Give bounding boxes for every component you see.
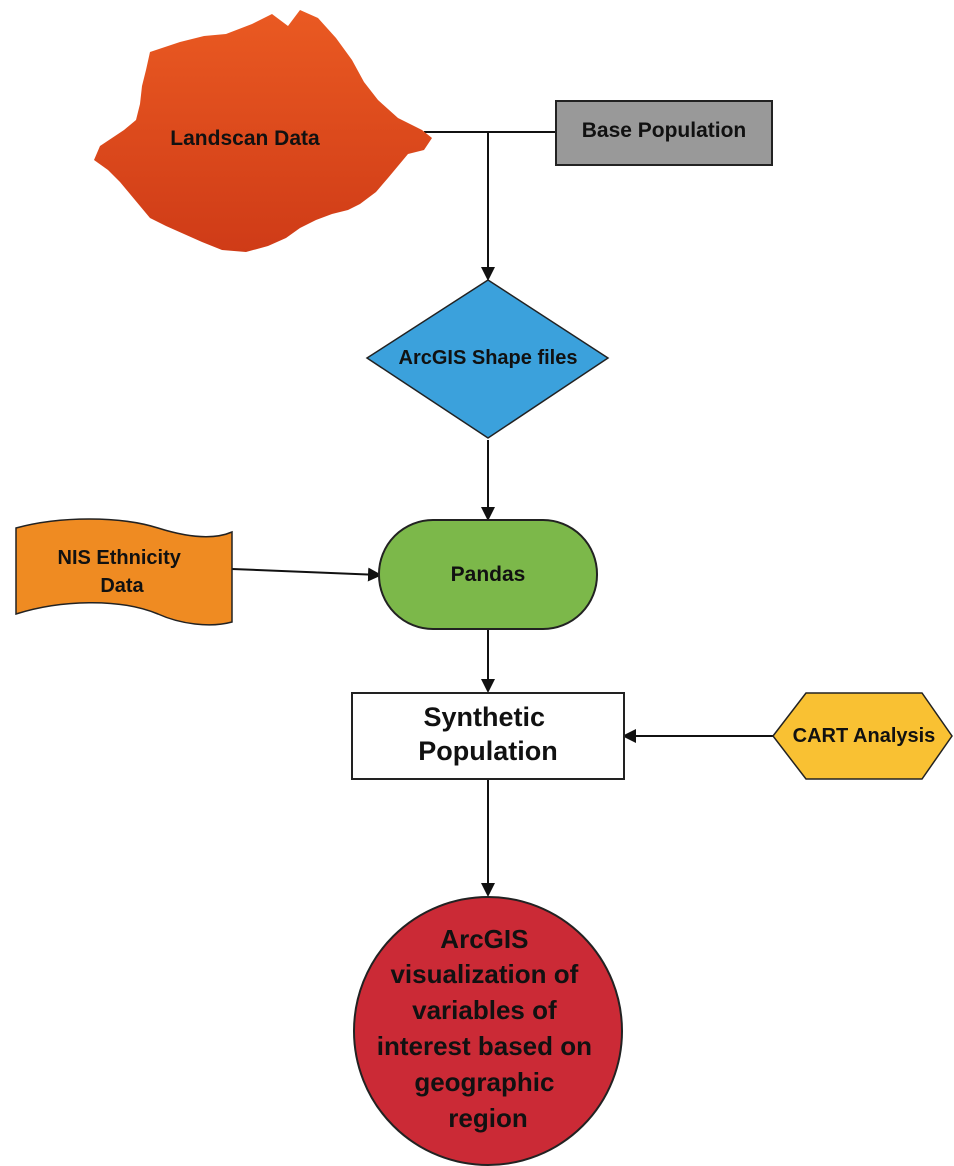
nis-ethnicity-data-node: NIS Ethnicity Data bbox=[15, 518, 233, 626]
base-population-label: Base Population bbox=[582, 119, 747, 142]
synthetic-population-label-line-1: Synthetic bbox=[423, 702, 545, 732]
base-population-node: Base Population bbox=[555, 100, 773, 166]
synthetic-population-box bbox=[351, 692, 625, 780]
connectors bbox=[231, 131, 773, 897]
cart-analysis-label: CART Analysis bbox=[793, 725, 936, 747]
nis-ethnicity-label-line-2: Data bbox=[100, 575, 144, 597]
landscan-data-node: Landscan Data bbox=[94, 10, 432, 252]
pandas-box bbox=[378, 519, 598, 630]
arrow-nis-ethnicity-to-pandas bbox=[231, 567, 382, 582]
arcgis-visualization-label-line-5: geographic bbox=[414, 1067, 554, 1097]
base-population-box bbox=[555, 100, 773, 166]
arcgis-visualization-label-line-1: ArcGIS bbox=[440, 924, 528, 954]
arcgis-shape-files-node: ArcGIS Shape files bbox=[365, 279, 610, 439]
pandas-node: Pandas bbox=[378, 519, 598, 630]
arcgis-visualization-label: ArcGIS visualization of variables of int… bbox=[377, 924, 600, 1133]
arcgis-visualization-label-line-3: variables of bbox=[412, 995, 557, 1025]
arcgis-visualization-label-line-2: visualization of bbox=[390, 959, 578, 989]
arcgis-visualization-label-line-4: interest based on bbox=[377, 1031, 592, 1061]
pandas-label: Pandas bbox=[451, 563, 526, 586]
synthetic-population-label: Synthetic Population bbox=[418, 702, 557, 766]
nis-ethnicity-data-label: NIS Ethnicity Data bbox=[58, 547, 187, 597]
arcgis-visualization-node: ArcGIS visualization of variables of int… bbox=[353, 896, 623, 1166]
arcgis-visualization-circle bbox=[353, 896, 623, 1166]
synthetic-population-node: Synthetic Population bbox=[351, 692, 625, 780]
cart-analysis-hexagon bbox=[772, 692, 953, 780]
arcgis-shape-files-diamond bbox=[365, 279, 610, 439]
arcgis-shape-files-label: ArcGIS Shape files bbox=[399, 347, 578, 369]
romania-map-shape bbox=[94, 10, 432, 252]
arcgis-visualization-label-line-6: region bbox=[448, 1103, 527, 1133]
cart-analysis-node: CART Analysis bbox=[772, 692, 953, 780]
synthetic-population-label-line-2: Population bbox=[418, 736, 557, 766]
nis-ethnicity-label-line-1: NIS Ethnicity bbox=[58, 547, 182, 569]
landscan-data-label: Landscan Data bbox=[170, 127, 320, 150]
nis-ethnicity-data-shape bbox=[15, 518, 233, 626]
